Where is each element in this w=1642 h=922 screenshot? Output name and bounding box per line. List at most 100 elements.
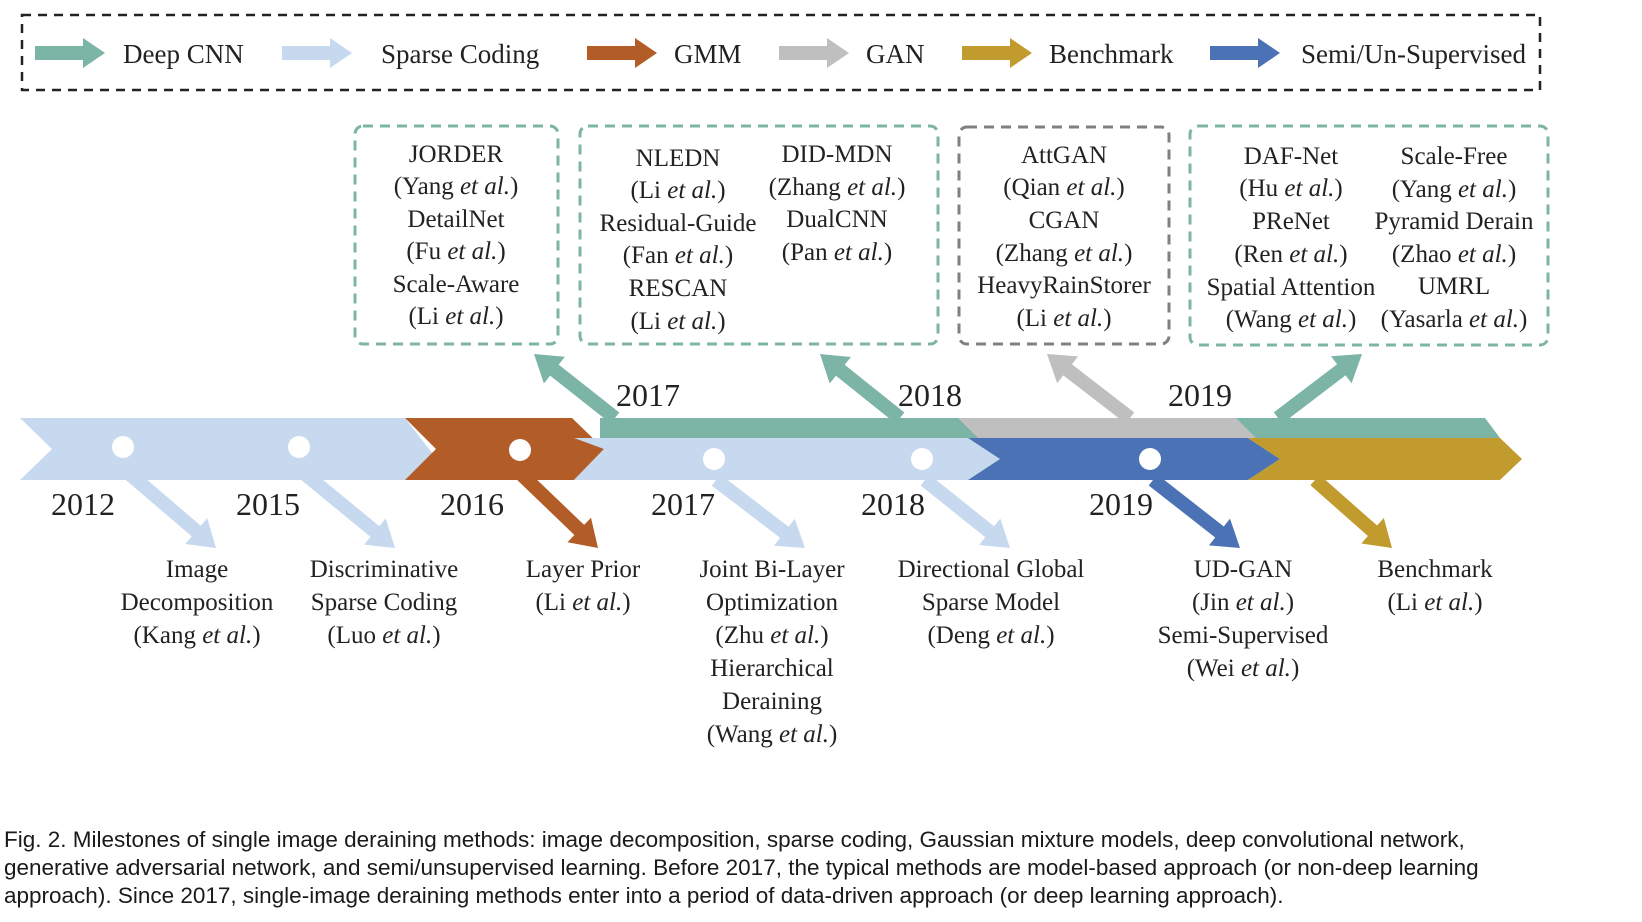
method-name: CGAN bbox=[1029, 207, 1100, 234]
upper-arrow bbox=[820, 354, 905, 424]
legend-label: GMM bbox=[674, 39, 742, 69]
timeline-dot bbox=[112, 436, 134, 458]
band-semi-supervised bbox=[968, 438, 1280, 480]
lower-method-name: Decomposition bbox=[121, 589, 274, 616]
upper-year-label: 2019 bbox=[1168, 377, 1232, 413]
method-authors: (Li et al.) bbox=[630, 308, 725, 335]
upper-arrow bbox=[1273, 354, 1362, 424]
upper-arrow bbox=[534, 354, 620, 424]
legend-label: Semi/Un-Supervised bbox=[1301, 39, 1526, 69]
method-authors: (Li et al.) bbox=[630, 177, 725, 204]
method-authors: (Yang et al.) bbox=[394, 173, 519, 200]
method-name: Residual-Guide bbox=[600, 210, 757, 237]
band-sparse-coding-late bbox=[574, 438, 1000, 480]
upper-arrow bbox=[1047, 354, 1135, 424]
legend-arrow bbox=[962, 38, 1032, 68]
lower-methods: 2012 2015 2016 2017 2018 2019ImageDecompositi… bbox=[51, 464, 1493, 748]
lower-arrow bbox=[920, 474, 1010, 548]
lower-method-name: Optimization bbox=[706, 589, 838, 616]
timeline-dot bbox=[911, 448, 933, 470]
lower-method-name: Semi-Supervised bbox=[1158, 622, 1329, 649]
lower-method-name: Benchmark bbox=[1377, 556, 1493, 583]
method-box-border bbox=[1188, 124, 1550, 347]
method-box-border bbox=[353, 124, 560, 346]
legend-label: Deep CNN bbox=[123, 39, 244, 69]
method-authors: (Li et al.) bbox=[1016, 305, 1111, 332]
upper-year-label: 2017 bbox=[616, 377, 680, 413]
lower-arrow bbox=[295, 464, 395, 548]
lower-arrow bbox=[1310, 474, 1392, 548]
lower-arrow bbox=[120, 464, 216, 548]
lower-method-name: Sparse Coding bbox=[311, 589, 458, 616]
method-name: Spatial Attention bbox=[1207, 274, 1376, 301]
method-box-border bbox=[957, 125, 1171, 346]
method-name: RESCAN bbox=[629, 275, 728, 302]
timeline-dot bbox=[288, 436, 310, 458]
lower-method-authors: (Zhu et al.) bbox=[715, 622, 828, 649]
lower-arrow bbox=[711, 474, 805, 548]
lower-method-authors: (Wei et al.) bbox=[1187, 655, 1300, 682]
lower-method-name: Hierarchical bbox=[710, 655, 834, 682]
legend: Deep CNN Sparse Coding GMM GAN Benchmark Semi… bbox=[20, 13, 1542, 92]
lower-method-name: Discriminative bbox=[310, 556, 459, 583]
lower-year-label: 2018 bbox=[861, 486, 925, 522]
method-authors: (Zhang et al.) bbox=[996, 240, 1133, 267]
upper-year-label: 2018 bbox=[898, 377, 962, 413]
legend-label: Benchmark bbox=[1049, 39, 1174, 69]
legend-arrow bbox=[779, 38, 849, 68]
method-name: DetailNet bbox=[407, 206, 504, 233]
lower-method-name: Directional Global bbox=[898, 556, 1085, 583]
lower-method-name: UD-GAN bbox=[1194, 556, 1293, 583]
method-authors: (Fan et al.) bbox=[623, 242, 733, 269]
lower-method-name: Deraining bbox=[722, 688, 822, 715]
method-authors: (Pan et al.) bbox=[782, 239, 892, 266]
lower-year-label: 2012 bbox=[51, 486, 115, 522]
method-name: AttGAN bbox=[1021, 142, 1107, 169]
band-sparse-coding-early bbox=[20, 418, 436, 480]
timeline-dot bbox=[703, 448, 725, 470]
method-authors: (Yang et al.) bbox=[1392, 176, 1517, 203]
lower-arrow bbox=[1148, 474, 1240, 548]
method-name: NLEDN bbox=[636, 145, 721, 172]
lower-year-label: 2019 bbox=[1089, 486, 1153, 522]
method-authors: (Wang et al.) bbox=[1226, 306, 1357, 333]
lower-year-label: 2017 bbox=[651, 486, 715, 522]
upper-method-boxes: JORDER(Yang et al.)DetailNet(Fu et al.)S… bbox=[353, 124, 1550, 347]
lower-year-label: 2016 bbox=[440, 486, 504, 522]
method-name: Scale-Aware bbox=[393, 271, 520, 298]
legend-arrow bbox=[35, 38, 105, 68]
lower-method-name: Sparse Model bbox=[922, 589, 1060, 616]
method-authors: (Fu et al.) bbox=[406, 238, 505, 265]
method-name: UMRL bbox=[1418, 273, 1490, 300]
legend-label: Sparse Coding bbox=[381, 39, 539, 69]
method-name: Pyramid Derain bbox=[1375, 208, 1534, 235]
legend-arrow bbox=[1210, 38, 1280, 68]
timeline-dot bbox=[509, 439, 531, 461]
lower-method-authors: (Wang et al.) bbox=[707, 721, 838, 748]
lower-method-authors: (Kang et al.) bbox=[133, 622, 260, 649]
lower-method-authors: (Li et al.) bbox=[1387, 589, 1482, 616]
lower-arrow bbox=[517, 470, 598, 548]
method-box-border bbox=[578, 124, 940, 346]
lower-method-authors: (Deng et al.) bbox=[927, 622, 1054, 649]
method-authors: (Zhao et al.) bbox=[1392, 241, 1516, 268]
lower-method-authors: (Luo et al.) bbox=[327, 622, 440, 649]
timeline: 2017 2018 2019 bbox=[20, 354, 1522, 480]
lower-method-name: Joint Bi-Layer bbox=[699, 556, 845, 583]
band-gmm bbox=[405, 418, 604, 480]
band-benchmark bbox=[1248, 438, 1522, 480]
method-name: DualCNN bbox=[786, 206, 887, 233]
method-name: DID-MDN bbox=[781, 141, 892, 168]
lower-year-label: 2015 bbox=[236, 486, 300, 522]
figure-caption: Fig. 2. Milestones of single image derai… bbox=[4, 827, 1479, 908]
method-name: DAF-Net bbox=[1244, 143, 1338, 170]
band-gan bbox=[958, 418, 1256, 438]
lower-method-name: Image bbox=[166, 556, 228, 583]
legend-label: GAN bbox=[866, 39, 925, 69]
method-authors: (Li et al.) bbox=[408, 303, 503, 330]
lower-method-authors: (Li et al.) bbox=[535, 589, 630, 616]
method-authors: (Yasarla et al.) bbox=[1381, 306, 1528, 333]
method-authors: (Ren et al.) bbox=[1234, 241, 1347, 268]
legend-border bbox=[20, 13, 1542, 92]
